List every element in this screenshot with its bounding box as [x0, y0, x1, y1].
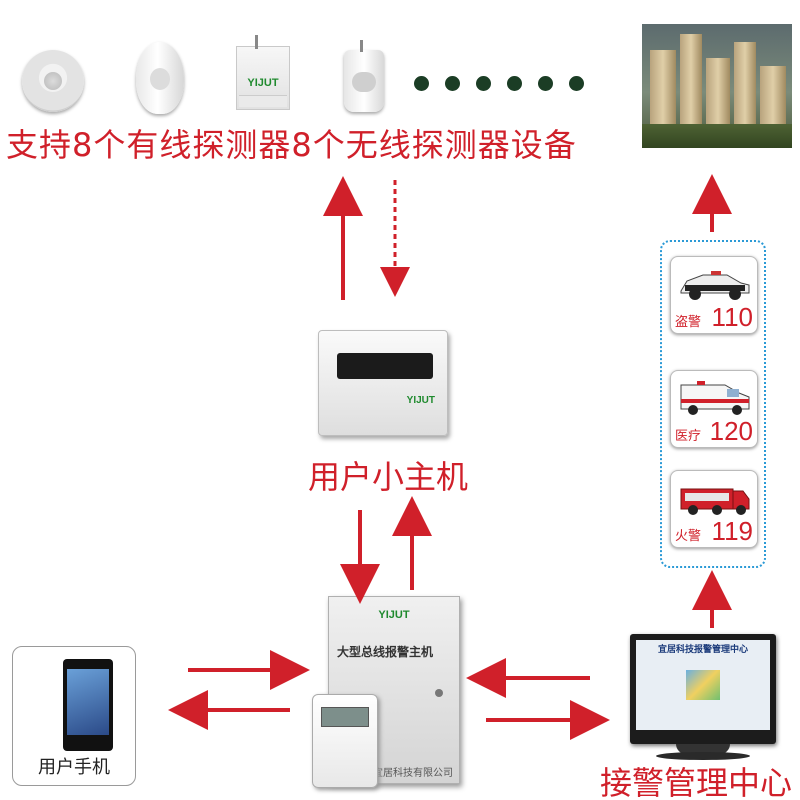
minihost-brand: YIJUT — [406, 395, 435, 406]
fire-truck-icon — [680, 488, 750, 515]
buildings-photo — [642, 24, 792, 148]
fire-number: 119 — [711, 516, 753, 546]
police-number: 110 — [711, 302, 753, 332]
alarm-host-brand: YIJUT — [378, 609, 410, 621]
ambulance-number: 120 — [709, 416, 753, 446]
control-panel-icon: YIJUT — [318, 330, 448, 436]
emergency-services-panel — [660, 240, 766, 568]
pir-detector-icon — [136, 42, 184, 114]
police-car-icon — [680, 271, 750, 300]
door-sensor-icon: YIJUT — [236, 35, 290, 110]
user-phone-box: 用户手机 — [12, 646, 136, 786]
fire-label: 火警 — [675, 529, 702, 544]
user-phone-caption: 用户手机 — [38, 757, 110, 778]
mobile-phone-icon — [63, 659, 113, 751]
alarm-host-company: 宜居科技有限公司 — [373, 768, 453, 779]
police-card: 盗警 110 — [670, 256, 758, 334]
center-caption: 接警管理中心 — [600, 764, 793, 800]
user-host-caption: 用户小主机 — [308, 458, 469, 496]
ceiling-detector-icon — [22, 50, 84, 112]
detectors-caption: 支持8个有线探测器8个无线探测器设备 — [6, 126, 577, 164]
wireless-pir-icon — [344, 40, 384, 112]
fire-card: 火警 119 — [670, 470, 758, 548]
alarm-host-title: 大型总线报警主机 — [337, 645, 434, 659]
ambulance-card: 医疗 120 — [670, 370, 758, 448]
keypad-icon — [312, 694, 378, 788]
monitor-title: 宜居科技报警管理中心 — [657, 645, 748, 655]
ambulance-label: 医疗 — [675, 429, 702, 444]
police-label: 盗警 — [675, 315, 702, 330]
monitor-icon: 宜居科技报警管理中心 — [630, 634, 776, 744]
door-sensor-brand: YIJUT — [247, 77, 279, 89]
ambulance-icon — [680, 381, 750, 415]
